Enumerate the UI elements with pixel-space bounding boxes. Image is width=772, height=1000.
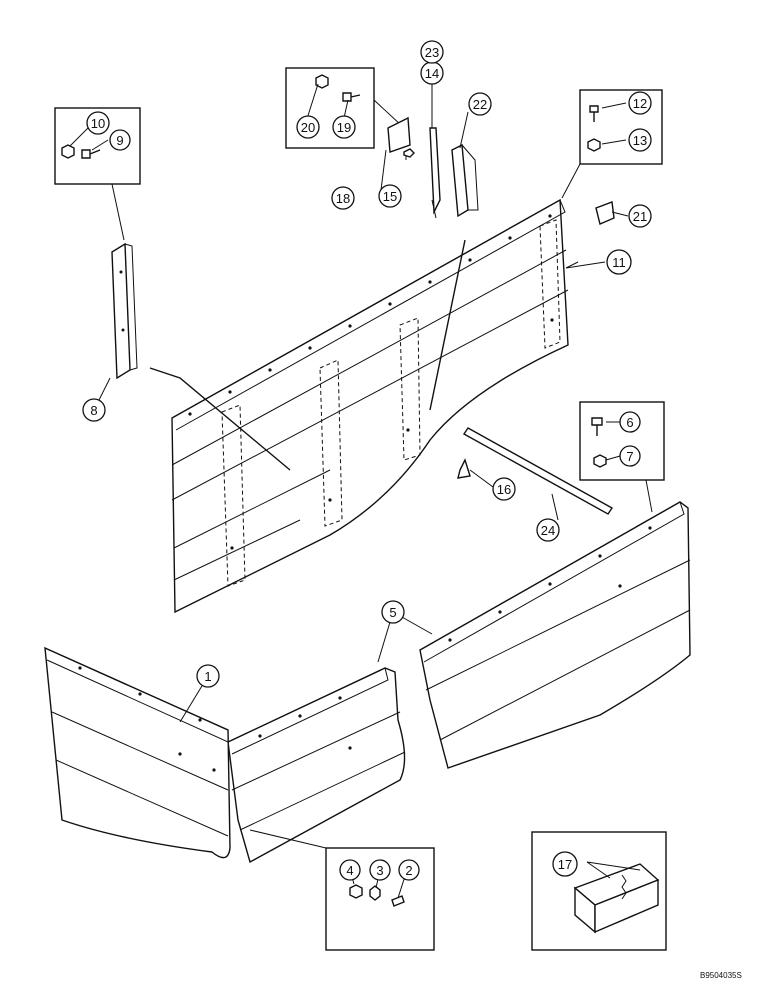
callout-label: 10 [91,116,105,131]
callout-label: 13 [633,133,647,148]
callout-label: 6 [626,415,633,430]
foam-block-box [531,831,667,951]
callout-19: 19 [332,115,356,139]
callout-18: 18 [331,186,355,210]
callout-label: 22 [473,97,487,112]
left-bracket [111,242,138,380]
callout-label: 21 [633,209,647,224]
callout-label: 16 [497,482,511,497]
callout-label: 12 [633,96,647,111]
hardware-box-top [285,67,403,149]
callout-3: 3 [369,859,391,881]
callout-label: 23 [425,45,439,60]
callout-7: 7 [619,445,641,467]
callout-label: 4 [346,863,353,878]
callout-label: 9 [116,133,123,148]
callout-21: 21 [628,204,652,228]
hardware-box-left [54,107,141,241]
callout-9: 9 [109,129,131,151]
reference-code: B9504035S [700,971,742,980]
hardware-box-right [561,89,663,199]
callout-1: 1 [196,664,220,688]
callout-2: 2 [398,859,420,881]
callout-label: 17 [558,857,572,872]
callout-label: 20 [301,120,315,135]
callout-11: 11 [606,249,632,275]
callout-label: 8 [90,403,97,418]
lower-left-panel [44,646,231,859]
callout-label: 3 [376,863,383,878]
upper-brackets [387,116,615,225]
callout-label: 1 [204,669,211,684]
callout-10: 10 [86,111,110,135]
callout-label: 11 [612,255,626,270]
callout-17: 17 [552,851,578,877]
callout-22: 22 [468,92,492,116]
callout-4: 4 [339,859,361,881]
callout-5: 5 [381,600,405,624]
main-panel [149,198,569,614]
callout-label: 7 [626,449,633,464]
lower-right-panel [419,501,691,769]
hardware-box-bottom [249,829,435,951]
callout-14: 14 [420,61,444,85]
callout-20: 20 [296,115,320,139]
callout-label: 19 [337,120,351,135]
callout-8: 8 [82,398,106,422]
hardware-box-mid-right [579,401,665,513]
callout-12: 12 [628,91,652,115]
callout-label: 5 [389,605,396,620]
callout-label: 24 [541,523,555,538]
callout-13: 13 [628,128,652,152]
callout-label: 15 [383,189,397,204]
callout-label: 18 [336,191,350,206]
callout-23: 23 [420,40,444,64]
strip-24 [457,427,614,515]
callout-16: 16 [492,477,516,501]
callout-6: 6 [619,411,641,433]
lower-middle-panel [227,667,406,864]
callout-label: 2 [405,863,412,878]
callout-label: 14 [425,66,439,81]
callout-24: 24 [536,518,560,542]
callout-15: 15 [378,184,402,208]
